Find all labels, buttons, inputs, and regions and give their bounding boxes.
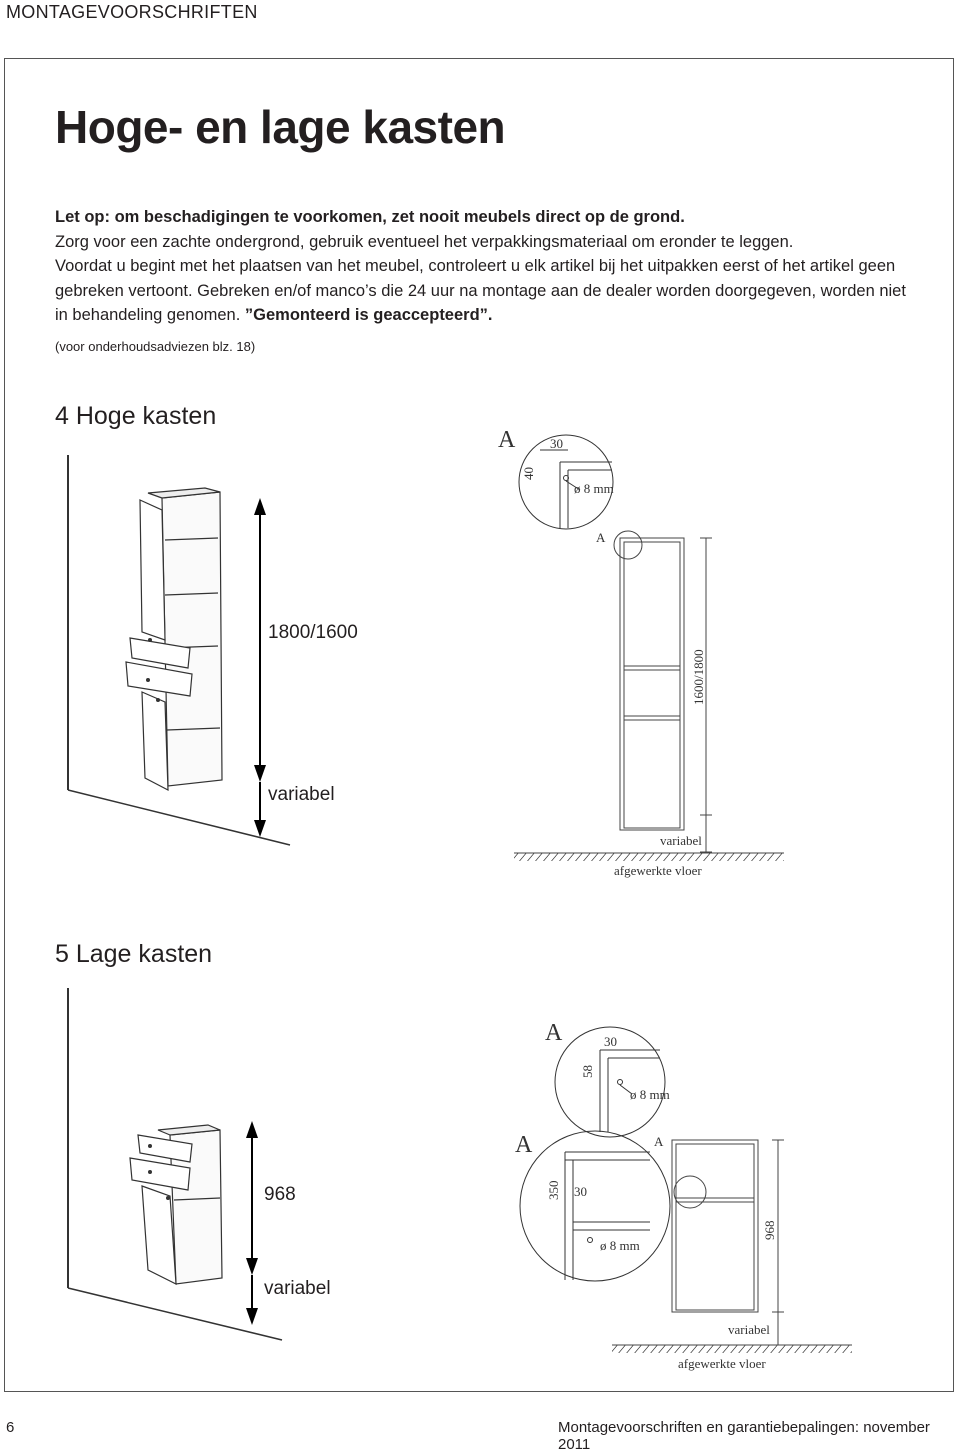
section-5-heading: 5 Lage kasten <box>55 940 213 968</box>
intro-line-3: Voordat u begint met het plaatsen van he… <box>55 254 915 328</box>
low-detail-top-side: 58 <box>580 1065 595 1078</box>
low-detail-side-dim: 350 <box>546 1181 561 1201</box>
footer-text: Montagevoorschriften en garantiebepaling… <box>558 1419 930 1453</box>
low-elevation <box>671 1139 784 1346</box>
intro-line-2: Zorg voor een zachte ondergrond, gebruik… <box>55 232 794 251</box>
low-elevation-height: 968 <box>762 1221 777 1241</box>
intro-line-3-text: Voordat u begint met het plaatsen van he… <box>55 257 906 325</box>
low-detail-top-letter: A <box>545 1020 563 1046</box>
tall-detail-dim-side: 40 <box>521 467 536 480</box>
tall-elevation-letter: A <box>596 530 606 545</box>
tall-floor-label-text: afgewerkte vloer <box>614 863 702 878</box>
low-elevation-floor-gap: variabel <box>728 1322 770 1337</box>
tall-height-dimension <box>254 498 266 837</box>
tall-floor-hatch <box>514 853 784 861</box>
accepted-note: ”Gemonteerd is geaccepteerd”. <box>244 306 493 325</box>
tall-detail-a <box>518 434 614 530</box>
page-header: MONTAGEVOORSCHRIFTEN <box>6 2 258 22</box>
maintenance-note: (voor onderhoudsadviezen blz. 18) <box>55 339 256 354</box>
tall-floor-label: variabel <box>268 784 335 805</box>
tall-elevation-floor-gap: variabel <box>660 833 702 848</box>
low-elevation-letter: A <box>654 1134 664 1149</box>
tall-detail-dim-top: 30 <box>550 436 563 451</box>
tall-cabinet-illustration <box>67 455 291 846</box>
tall-elevation <box>613 530 712 853</box>
low-floor-label: variabel <box>264 1278 331 1299</box>
low-floor-hatch <box>612 1345 852 1353</box>
low-detail-top-hole: ø 8 mm <box>630 1087 670 1102</box>
intro-text: Let op: om beschadigingen te voorkomen, … <box>55 205 915 328</box>
tall-detail-hole: ø 8 mm <box>574 481 614 496</box>
low-detail-side-letter: A <box>515 1132 533 1158</box>
low-detail-side <box>519 1130 671 1282</box>
content-frame <box>4 58 954 1392</box>
page-title: Hoge- en lage kasten <box>55 101 506 153</box>
low-detail-side-top: 30 <box>574 1184 587 1199</box>
low-cabinet-illustration <box>67 988 283 1341</box>
low-height-dimension <box>246 1121 258 1325</box>
warning-line: Let op: om beschadigingen te voorkomen, … <box>55 208 685 226</box>
low-height-label: 968 <box>264 1184 296 1205</box>
tall-height-label: 1800/1600 <box>268 622 358 643</box>
low-floor-label-text: afgewerkte vloer <box>678 1356 766 1371</box>
low-detail-top <box>554 1026 666 1138</box>
tall-elevation-height: 1600/1800 <box>691 649 706 705</box>
low-detail-side-hole: ø 8 mm <box>600 1238 640 1253</box>
tall-detail-letter: A <box>498 427 516 453</box>
page-number: 6 <box>6 1419 15 1436</box>
section-4-heading: 4 Hoge kasten <box>55 402 217 430</box>
low-detail-top-dim: 30 <box>604 1034 617 1049</box>
